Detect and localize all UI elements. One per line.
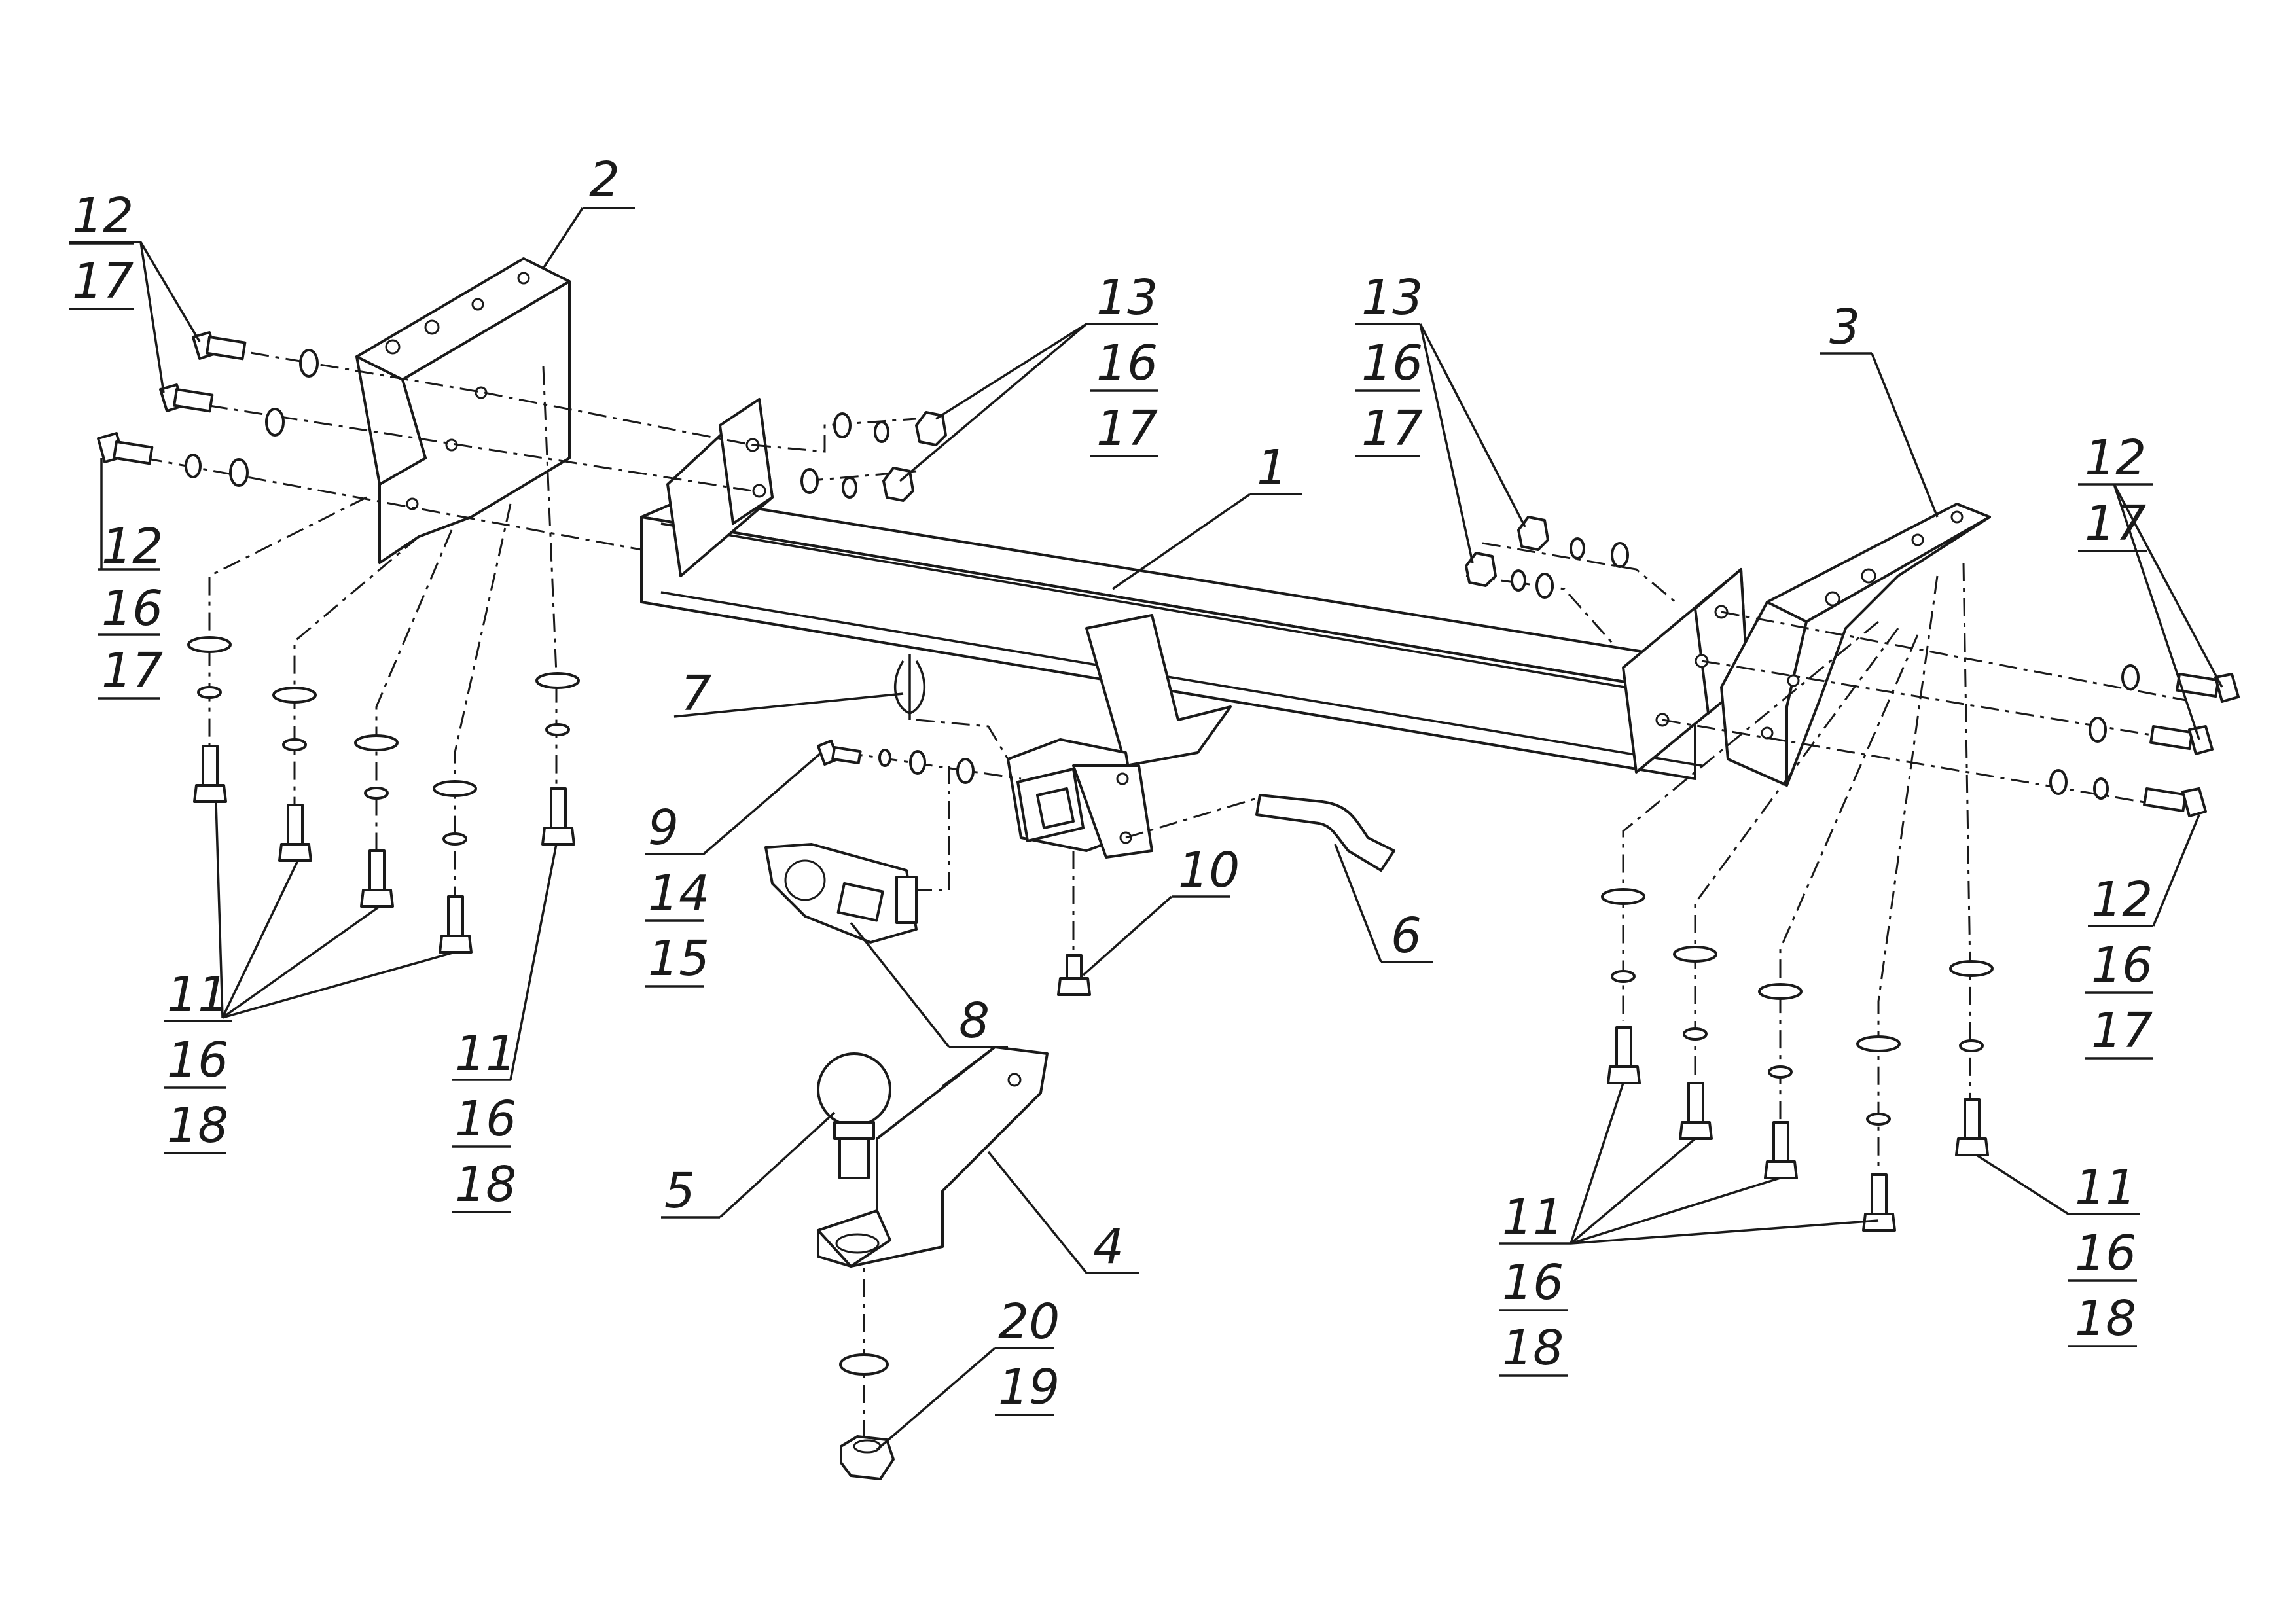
callout-13-16-17-centre: 13 16 17: [1090, 270, 1158, 457]
label-14: 14: [648, 865, 709, 921]
label-11: 11: [1502, 1189, 1564, 1245]
callout-12-17-right: 12 17: [2078, 430, 2147, 552]
label-1: 1: [1257, 440, 1287, 496]
label-16: 16: [1502, 1255, 1564, 1311]
label-17: 17: [101, 643, 163, 699]
label-11: 11: [167, 967, 228, 1023]
callout-13-16-17-right: 13 16 17: [1355, 270, 1423, 457]
pin-part-6: [1255, 794, 1395, 872]
label-18: 18: [167, 1097, 228, 1154]
callout-8: 8: [959, 993, 990, 1049]
label-17: 17: [1361, 401, 1423, 457]
label-16: 16: [167, 1032, 228, 1088]
socket-plate-part-8: [764, 843, 918, 944]
label-16: 16: [101, 580, 163, 637]
callout-12-16-17-left: 12 16 17: [98, 518, 163, 700]
right-horizontal-bolts: [2049, 664, 2240, 817]
label-12: 12: [72, 188, 134, 244]
label-2: 2: [589, 152, 620, 208]
label-17: 17: [72, 253, 134, 310]
label-9: 9: [648, 800, 679, 856]
crossbar-part-1: [640, 398, 1749, 780]
label-7: 7: [681, 666, 711, 722]
bolt-part-10: [1057, 954, 1091, 996]
callout-5: 5: [664, 1163, 695, 1219]
label-8: 8: [959, 993, 990, 1049]
callout-7: 7: [681, 666, 711, 722]
callout-20-19: 20 19: [995, 1294, 1060, 1416]
callout-9-14-15: 9 14 15: [645, 800, 709, 988]
label-11: 11: [2075, 1160, 2136, 1216]
label-19: 19: [998, 1359, 1060, 1416]
ball-part-5: [817, 1052, 891, 1179]
label-5: 5: [664, 1163, 695, 1219]
label-17: 17: [2091, 1003, 2153, 1059]
callout-6: 6: [1391, 908, 1422, 964]
label-10: 10: [1178, 842, 1240, 899]
label-20: 20: [998, 1294, 1060, 1350]
bolt-part-9: [817, 740, 975, 784]
receiver-box: [1007, 614, 1232, 859]
label-16: 16: [1361, 335, 1423, 391]
leader-lines: [69, 207, 2223, 1451]
label-18: 18: [455, 1156, 516, 1213]
callout-11-16-18-left-group: 11 16 18: [164, 967, 228, 1154]
callout-4: 4: [1093, 1219, 1124, 1275]
callout-12-17-left: 12 17: [69, 188, 134, 310]
spring-clip-part-7: [894, 654, 925, 720]
label-13: 13: [1096, 270, 1158, 326]
washer-and-nut-19-20: [839, 1353, 895, 1480]
label-12: 12: [2085, 430, 2146, 486]
label-12: 12: [2091, 872, 2153, 928]
callout-11-16-18-right-single: 11 16 18: [2068, 1160, 2137, 1347]
label-16: 16: [1096, 335, 1158, 391]
callout-1: 1: [1257, 440, 1287, 496]
label-13: 13: [1361, 270, 1423, 326]
left-vertical-bolts: [187, 636, 580, 954]
right-nuts: [1465, 516, 1629, 599]
callout-10: 10: [1178, 842, 1240, 899]
center-nuts: [800, 411, 947, 502]
label-4: 4: [1093, 1219, 1124, 1275]
label-16: 16: [2075, 1225, 2136, 1281]
label-6: 6: [1391, 908, 1422, 964]
ball-mount-part-4: [817, 1046, 1049, 1268]
callout-3: 3: [1829, 299, 1860, 355]
right-bracket-part-3: [1720, 503, 1991, 787]
callout-2: 2: [589, 152, 620, 208]
left-horizontal-bolts: [97, 331, 319, 487]
label-17: 17: [2085, 495, 2146, 552]
callout-labels: 2 12 17 12 16 17 13 16 17 1: [69, 152, 2153, 1416]
label-11: 11: [455, 1026, 516, 1082]
label-3: 3: [1829, 299, 1860, 355]
label-18: 18: [2075, 1291, 2136, 1347]
callout-12-16-17-right: 12 16 17: [2085, 872, 2153, 1060]
label-16: 16: [2091, 937, 2153, 993]
label-18: 18: [1502, 1320, 1564, 1376]
label-17: 17: [1096, 401, 1158, 457]
label-15: 15: [648, 931, 709, 987]
right-vertical-bolts: [1601, 888, 1994, 1232]
label-16: 16: [455, 1091, 516, 1147]
callout-11-16-18-right-group: 11 16 18: [1499, 1189, 1568, 1377]
callout-11-16-18-left-single: 11 16 18: [452, 1026, 516, 1213]
label-12: 12: [101, 518, 163, 575]
left-bracket-part-2: [355, 257, 571, 564]
